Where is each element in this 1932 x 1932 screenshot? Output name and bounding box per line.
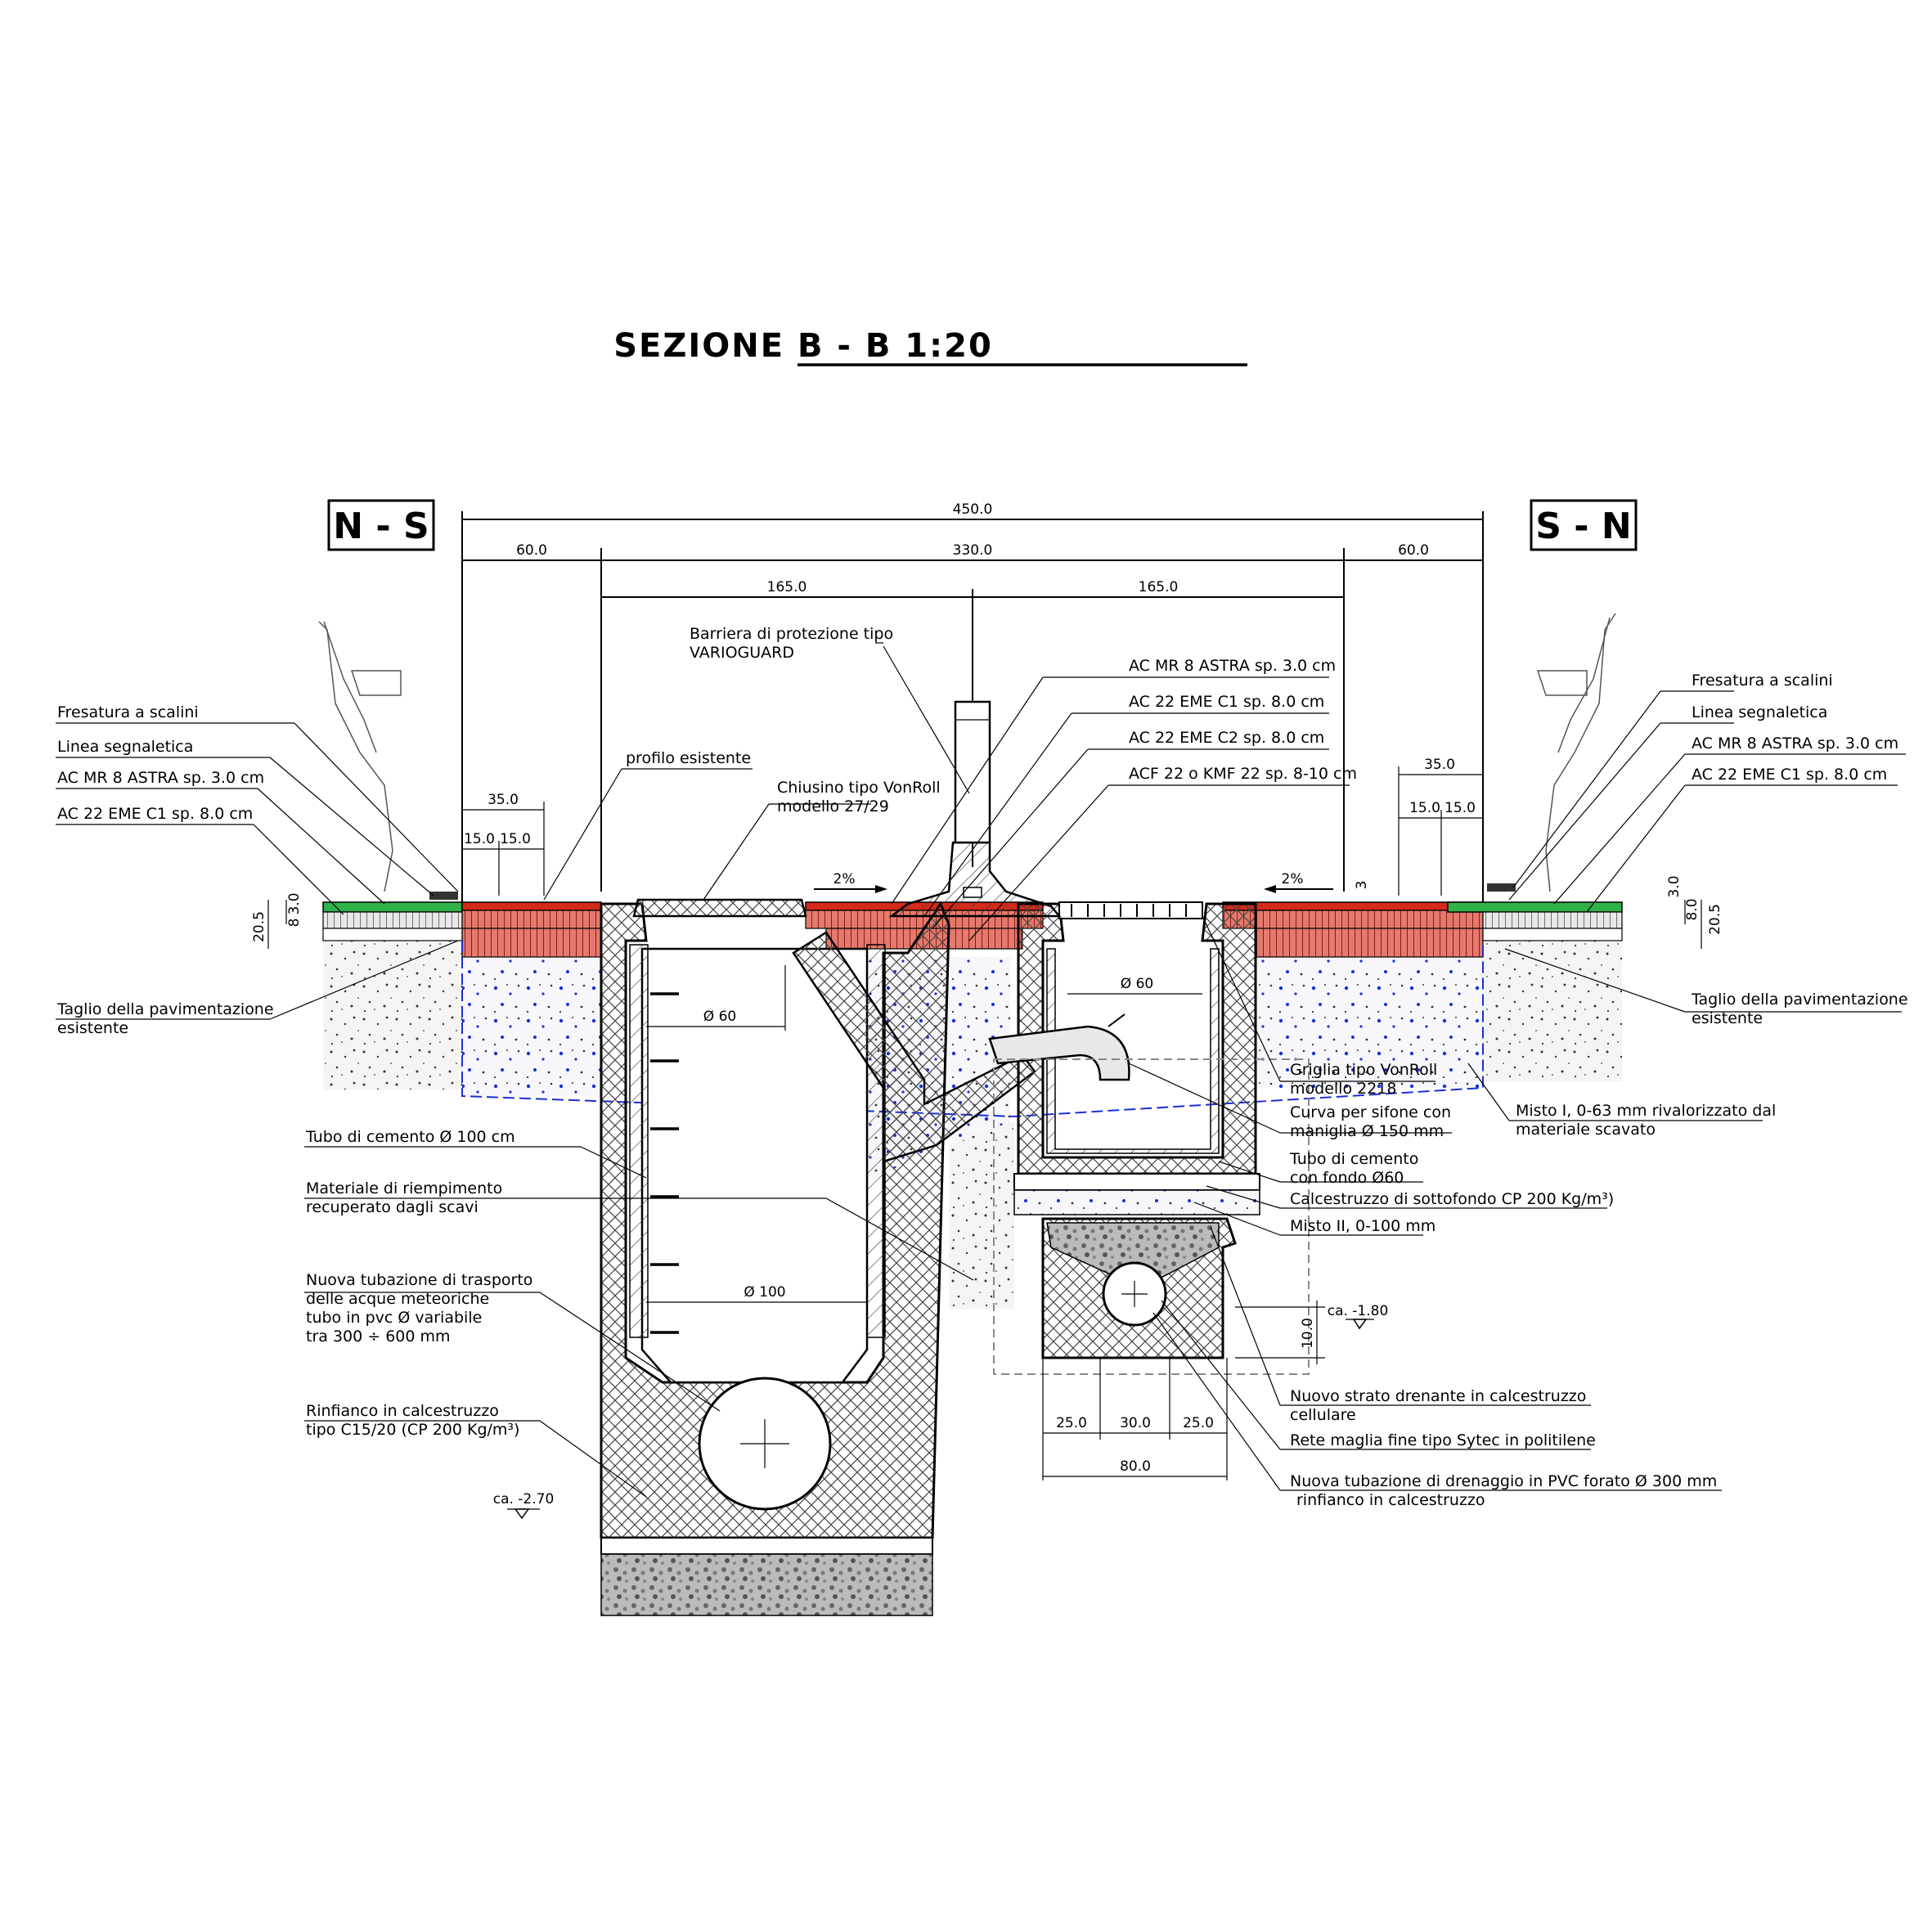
label-tubazione-4: tra 300 ÷ 600 mm (306, 1328, 451, 1346)
label-taglio-left-1: Taglio della pavimentazione (56, 1000, 274, 1018)
dim-left-3: 3.0 (286, 892, 303, 914)
dia-100: Ø 100 (744, 1284, 785, 1301)
label-fresatura-right: Fresatura a scalini (1692, 672, 1833, 690)
label-barriera-1: Barriera di protezione tipo (690, 625, 893, 643)
dim-bottom-80: 80.0 (1120, 1458, 1151, 1475)
label-linea-left: Linea segnaletica (57, 738, 193, 756)
svg-text:N - S: N - S (333, 505, 429, 547)
slope-right: 2% (1282, 871, 1304, 887)
label-ac22c1-left: AC 22 EME C1 sp. 8.0 cm (57, 805, 253, 823)
label-pvc-1: Nuova tubazione di drenaggio in PVC fora… (1290, 1472, 1717, 1490)
label-linea-right: Linea segnaletica (1692, 703, 1827, 721)
slope-left: 2% (833, 871, 856, 887)
dim-left-15b: 15.0 (500, 831, 531, 847)
excavation-line (461, 941, 1484, 1118)
direction-box-right: S - N (1530, 499, 1638, 551)
label-ac22c2-mid: AC 22 EME C2 sp. 8.0 cm (1129, 729, 1324, 747)
label-drenante-2: cellulare (1290, 1406, 1356, 1424)
dim-right-165: 165.0 (1139, 579, 1179, 595)
dia-60-right: Ø 60 (1121, 976, 1153, 992)
label-griglia-1: Griglia tipo VonRoll (1290, 1061, 1437, 1079)
label-tubo100: Tubo di cemento Ø 100 cm (305, 1128, 515, 1146)
dim-left-165: 165.0 (767, 579, 807, 595)
layer-dims-right (1684, 900, 1702, 949)
label-taglio-right-2: esistente (1692, 1009, 1763, 1027)
car-left (318, 621, 402, 892)
grate-box (988, 901, 1257, 1175)
label-curva-1: Curva per sifone con (1290, 1103, 1451, 1121)
label-tubo60-1: Tubo di cemento (1289, 1150, 1418, 1168)
leaders-right (891, 676, 1906, 1491)
label-misto1-1: Misto I, 0-63 mm rivalorizzato dal (1516, 1102, 1776, 1120)
label-pvc-2: rinfianco in calcestruzzo (1296, 1491, 1485, 1509)
label-chiusino-1: Chiusino tipo VonRoll (777, 779, 941, 797)
dim-right-3: 3.0 (1666, 875, 1683, 897)
level-270: ca. -2.70 (493, 1491, 555, 1507)
label-tubazione-2: delle acque meteoriche (306, 1290, 489, 1308)
dim-left-60: 60.0 (516, 542, 547, 559)
label-fresatura-left: Fresatura a scalini (57, 703, 199, 721)
dia-60-left: Ø 60 (703, 1009, 736, 1025)
label-ac22c1-mid: AC 22 EME C1 sp. 8.0 cm (1129, 693, 1324, 711)
varioguard-barrier (888, 700, 1062, 918)
label-rinfianco-2: tipo C15/20 (CP 200 Kg/m³) (306, 1421, 519, 1439)
dim-left-8: 8 (286, 919, 303, 928)
label-rete: Rete maglia fine tipo Sytec in politilen… (1290, 1431, 1596, 1449)
label-calcestruzzo: Calcestruzzo di sottofondo CP 200 Kg/m³) (1290, 1190, 1614, 1208)
drainage-section (993, 1058, 1310, 1375)
dim-mid-3: 3 (1354, 881, 1370, 890)
dim-right-15b: 15.0 (1445, 800, 1476, 816)
leaders-left (56, 642, 974, 1498)
dim-left-15a: 15.0 (464, 831, 495, 847)
dim-right-35: 35.0 (1424, 757, 1455, 773)
car-right (1536, 613, 1616, 892)
dim-center-330: 330.0 (953, 542, 993, 559)
label-griglia-2: modello 2218 (1290, 1080, 1396, 1098)
label-taglio-left-2: esistente (57, 1019, 128, 1037)
label-acf22-mid: ACF 22 o KMF 22 sp. 8-10 cm (1129, 765, 1357, 783)
label-curva-2: maniglia Ø 150 mm (1290, 1122, 1444, 1140)
page-title: SEZIONE B - B 1:20 (613, 327, 993, 365)
label-acmr8-mid: AC MR 8 ASTRA sp. 3.0 cm (1129, 657, 1336, 675)
label-misto2: Misto II, 0-100 mm (1290, 1217, 1436, 1235)
dim-bottom-25b: 25.0 (1183, 1415, 1214, 1431)
label-acmr8-left: AC MR 8 ASTRA sp. 3.0 cm (57, 769, 264, 787)
label-riempimento-1: Materiale di riempimento (306, 1179, 502, 1197)
label-tubo60-2: con fondo Ø60 (1290, 1169, 1404, 1187)
soil-right (1483, 941, 1622, 1081)
label-tubazione-1: Nuova tubazione di trasporto (306, 1271, 532, 1289)
dim-right-10: 10.0 (1300, 1318, 1316, 1349)
label-misto1-2: materiale scavato (1516, 1121, 1656, 1139)
dim-bottom-25a: 25.0 (1056, 1415, 1087, 1431)
label-riempimento-2: recuperato dagli scavi (306, 1198, 479, 1216)
label-taglio-right-1: Taglio della pavimentazione (1691, 991, 1908, 1009)
label-barriera-2: VARIOGUARD (690, 644, 794, 662)
label-tubazione-3: tubo in pvc Ø variabile (306, 1309, 482, 1327)
soil-left (323, 941, 464, 1090)
label-chiusino-2: modello 27/29 (777, 798, 889, 815)
manhole-100 (600, 898, 950, 1616)
dim-bottom-30: 30.0 (1120, 1415, 1151, 1431)
dim-right-15a: 15.0 (1409, 800, 1440, 816)
slope-arrows (814, 885, 1333, 893)
dim-right-205: 20.5 (1707, 904, 1723, 935)
inner-dims (646, 965, 1202, 1303)
svg-text:S - N: S - N (1535, 505, 1631, 547)
dim-left-205: 20.5 (251, 911, 267, 942)
dim-total: 450.0 (953, 501, 993, 518)
label-ac22c1-right: AC 22 EME C1 sp. 8.0 cm (1692, 766, 1887, 784)
level-180: ca. -1.80 (1328, 1303, 1389, 1319)
bottom-dims (507, 1301, 1374, 1520)
label-rinfianco-1: Rinfianco in calcestruzzo (306, 1402, 499, 1420)
dim-right-8: 8.0 (1684, 898, 1701, 920)
label-profilo: profilo esistente (626, 749, 751, 767)
label-drenante-1: Nuovo strato drenante in calcestruzzo (1290, 1387, 1586, 1405)
dim-left-35: 35.0 (487, 792, 519, 808)
direction-box-left: N - S (327, 499, 435, 551)
dim-right-60: 60.0 (1398, 542, 1429, 559)
label-acmr8-right: AC MR 8 ASTRA sp. 3.0 cm (1692, 735, 1898, 753)
layer-dims-left (267, 900, 287, 949)
